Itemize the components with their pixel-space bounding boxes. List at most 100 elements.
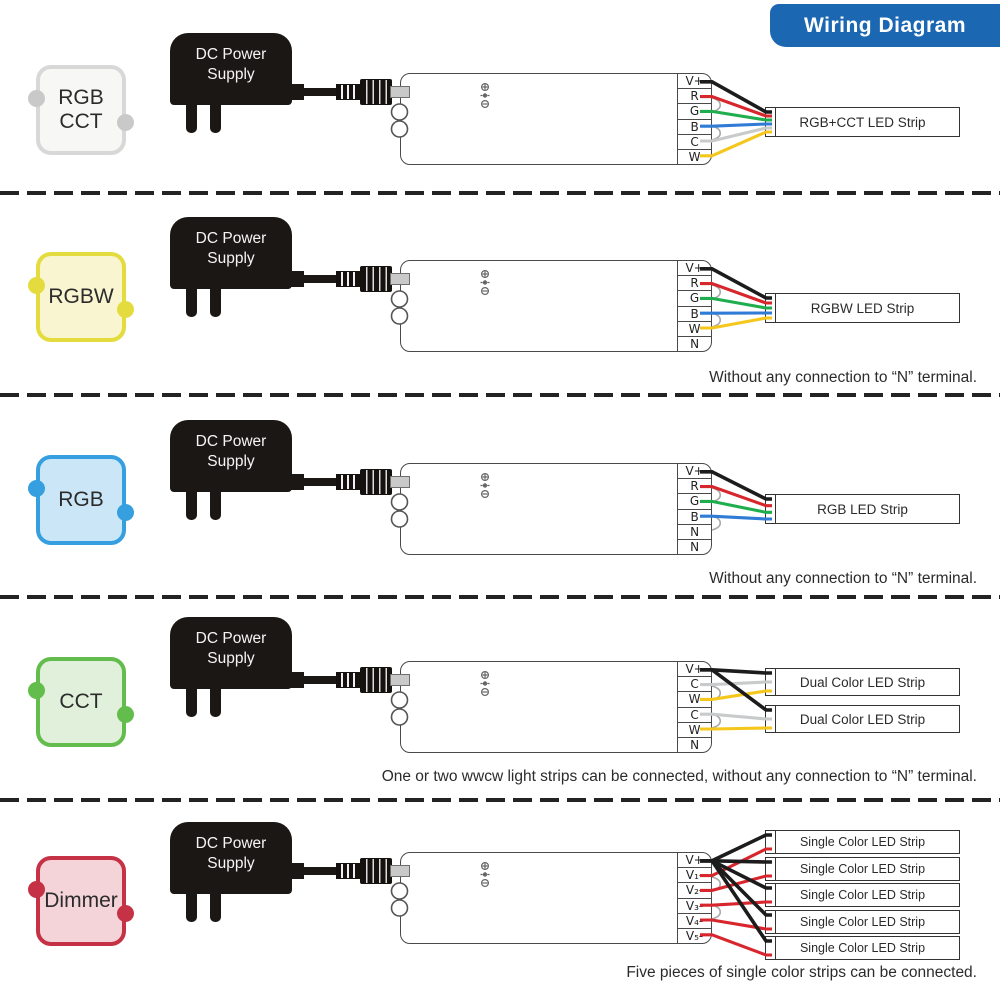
strip-label: Single Color LED Strip [799,888,926,902]
note-text: Five pieces of single color strips can b… [626,964,977,981]
dc-barrel-connector [360,858,392,884]
strip-label: RGB LED Strip [817,501,908,517]
dc-barrel-connector [360,266,392,292]
power-plug-body: DC Power Supply [170,420,292,492]
strip-connector-line [775,108,776,136]
row-divider [0,191,1000,195]
badge-dot [117,905,134,922]
dc-plug-tip [390,476,410,488]
terminal-label: V₃- [678,897,711,913]
strip-label: Single Color LED Strip [799,862,926,876]
badge-dot [117,114,134,131]
led-strip: RGBW LED Strip [765,293,960,323]
power-cable [300,478,340,486]
plug-prong [186,287,197,317]
mode-badge: RGBW [36,252,126,342]
led-strip: Single Color LED Strip [765,883,960,907]
led-strip: Dual Color LED Strip [765,668,960,696]
strip-connector-line [775,884,776,906]
cable-boot [336,474,360,490]
note-text: Without any connection to “N” terminal. [709,570,977,587]
power-plug-body: DC Power Supply [170,617,292,689]
strip-connector-line [775,495,776,523]
plug-prong [210,490,221,520]
plug-prong [186,892,197,922]
led-strip: RGB LED Strip [765,494,960,524]
row-divider [0,595,1000,599]
terminal-label: V+ [685,74,704,89]
terminal-label: R [678,88,711,103]
power-cable [300,275,340,283]
badge-dot [28,480,45,497]
strip-connector-line [775,669,776,695]
strip-label: Single Color LED Strip [799,835,926,849]
strip-connector-line [775,294,776,322]
mode-badge: RGB [36,455,126,545]
badge-dot [117,504,134,521]
terminal-label: B [678,305,711,321]
terminal-label: V₄- [678,912,711,928]
terminal-label: W [678,148,711,164]
strip-label: RGB+CCT LED Strip [799,114,926,130]
strip-label: Dual Color LED Strip [799,674,926,690]
led-strip: Single Color LED Strip [765,936,960,960]
cable-boot [336,863,360,879]
terminal-label: N [678,736,711,752]
led-strip: Single Color LED Strip [765,910,960,934]
terminal-label: R [678,478,711,493]
badge-dot [28,277,45,294]
dc-barrel-connector [360,79,392,105]
terminal-label: C [678,676,711,691]
strip-connector-line [775,911,776,933]
terminal-label: V₁- [678,867,711,882]
dc-barrel-connector [360,667,392,693]
plug-prong [186,687,197,717]
row-divider [0,393,1000,397]
badge-dot [28,90,45,107]
note-text: Without any connection to “N” terminal. [709,369,977,386]
terminal-label: G [678,290,711,305]
terminal-label: N [678,538,711,554]
wire [711,125,722,141]
badge-dot [28,682,45,699]
terminal-label: V₂- [678,882,711,897]
wire [711,487,722,503]
wire [711,284,722,300]
power-plug-body: DC Power Supply [170,217,292,289]
terminal-label: R [678,275,711,290]
badge-dot [28,881,45,898]
wire [711,713,722,729]
terminal-label: V+ [685,662,704,677]
mode-badge: Dimmer [36,856,126,946]
wiring-diagram-banner: Wiring Diagram [770,4,1000,47]
dc-plug-tip [390,674,410,686]
terminal-label: G [678,493,711,508]
terminal-label: G [678,103,711,118]
cable-boot [336,672,360,688]
terminal-label: B [678,118,711,134]
cable-boot [336,84,360,100]
terminal-label: W [678,691,711,706]
dc-barrel-connector [360,469,392,495]
power-cable [300,867,340,875]
terminal-label: B [678,508,711,524]
wire [711,312,722,328]
dc-plug-tip [390,86,410,98]
power-plug-body: DC Power Supply [170,822,292,894]
strip-label: Single Color LED Strip [799,941,926,955]
badge-dot [117,706,134,723]
terminal-label: V+ [685,464,704,479]
terminal-label: N [678,335,711,351]
cable-boot [336,271,360,287]
strip-connector-line [775,858,776,880]
strip-connector-line [775,937,776,959]
plug-prong [186,490,197,520]
